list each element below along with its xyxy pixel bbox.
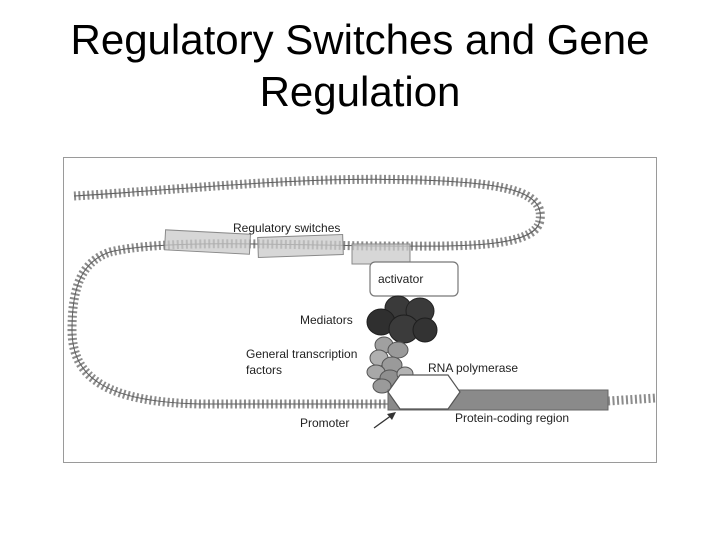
slide-title-line1: Regulatory Switches and Gene	[70, 16, 650, 63]
activator-box	[369, 261, 459, 297]
regulatory-switch-boxes	[164, 229, 411, 265]
promoter-arrow	[373, 412, 396, 429]
regulatory-switches-label: Regulatory switches	[233, 221, 340, 235]
mediator-complex	[366, 295, 438, 344]
activator-label: activator	[378, 272, 423, 286]
figure-frame	[63, 157, 657, 463]
promoter-label: Promoter	[300, 416, 349, 430]
regulatory-switch-box-3	[351, 243, 411, 265]
regulatory-switch-box-2	[257, 233, 344, 258]
slide-title: Regulatory Switches and Gene Regulation	[0, 14, 720, 118]
general-transcription-factors-label-line1: General transcription	[246, 347, 357, 361]
dna-strand	[67, 174, 657, 409]
mediators-label: Mediators	[300, 313, 353, 327]
regulatory-switch-box-1	[164, 229, 251, 255]
general-transcription-factors-label-line2: factors	[246, 363, 282, 377]
protein-coding-region-label: Protein-coding region	[455, 411, 569, 425]
general-transcription-factors	[366, 336, 414, 394]
slide-title-line2: Regulation	[259, 68, 461, 115]
rna-polymerase-label: RNA polymerase	[428, 361, 518, 375]
rna-polymerase-shape	[387, 374, 461, 410]
